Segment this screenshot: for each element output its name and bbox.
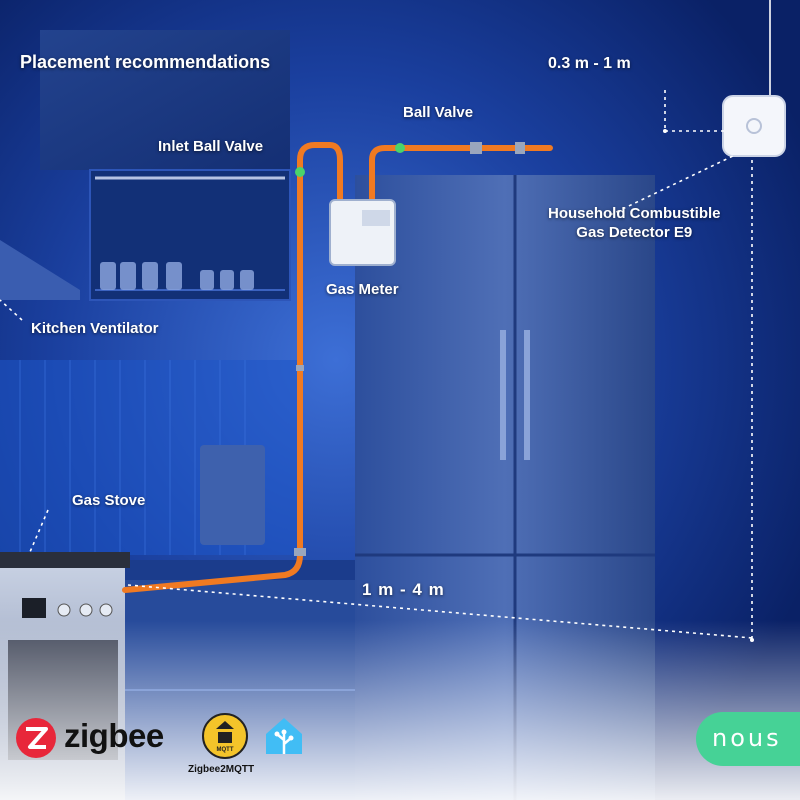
gas-meter bbox=[329, 199, 396, 266]
bottom-fade bbox=[0, 620, 800, 800]
range-hood bbox=[0, 240, 80, 300]
gas-pipe-inlet bbox=[122, 142, 343, 593]
zigbee-logo-icon bbox=[16, 718, 56, 758]
page-title: Placement recommendations bbox=[20, 52, 271, 72]
nous-wordmark: nous bbox=[712, 724, 782, 752]
horizontal-distance-label: 1 m - 4 m bbox=[362, 580, 445, 599]
pot bbox=[200, 445, 265, 545]
gas-detector-label-line1: Household Combustible bbox=[548, 205, 721, 222]
gas-meter-label: Gas Meter bbox=[326, 281, 399, 298]
inlet-ball-valve-label: Inlet Ball Valve bbox=[158, 138, 264, 155]
ball-valve-label: Ball Valve bbox=[403, 104, 474, 121]
gas-detector-label: Household Combustible Gas Detector E9 bbox=[548, 204, 721, 242]
upper-cabinet bbox=[40, 30, 290, 170]
zigbee2mqtt-badge-text: MQTT bbox=[217, 747, 234, 753]
gas-stove-label: Gas Stove bbox=[72, 492, 146, 509]
nous-logo-badge bbox=[696, 712, 800, 766]
gas-detector-label-line2: Gas Detector E9 bbox=[576, 224, 693, 241]
zigbee2mqtt-logo-icon: MQTT bbox=[202, 713, 248, 759]
ball-valve-marker bbox=[395, 143, 405, 153]
ceiling-distance-label: 0.3 m - 1 m bbox=[548, 55, 631, 72]
gas-detector-device bbox=[722, 95, 786, 157]
kitchen-ventilator-label: Kitchen Ventilator bbox=[31, 320, 159, 337]
zigbee-wordmark: zigbee bbox=[64, 717, 164, 754]
inlet-ball-valve-marker bbox=[295, 167, 305, 177]
home-assistant-icon bbox=[262, 714, 306, 763]
zigbee2mqtt-wordmark: Zigbee2MQTT bbox=[188, 764, 255, 775]
dimension-lines bbox=[0, 90, 753, 640]
gas-pipe-outlet bbox=[369, 145, 553, 203]
